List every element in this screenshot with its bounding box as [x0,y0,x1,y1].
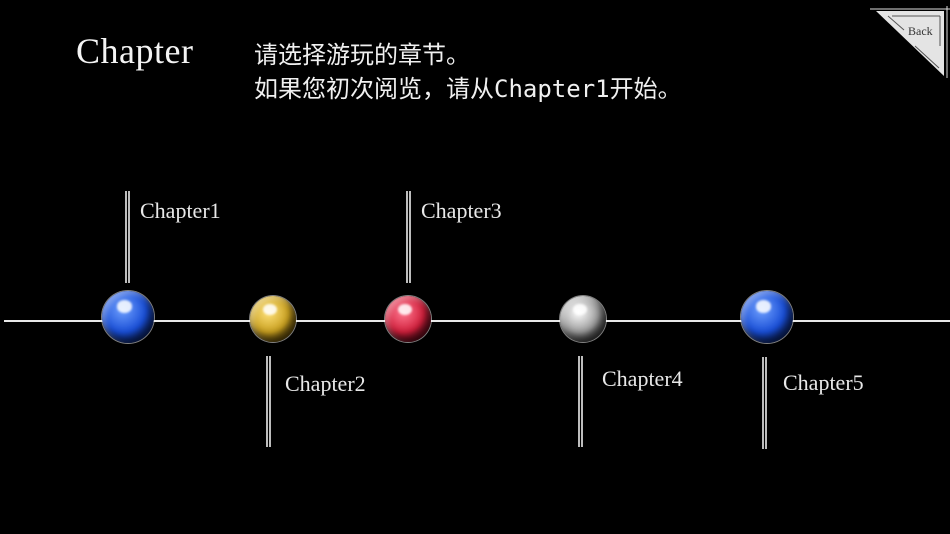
chapter5-label[interactable]: Chapter5 [783,370,864,395]
chapter5-orb[interactable] [741,291,793,343]
triangle-corner-icon [870,6,950,78]
connector-chapter1 [125,191,130,283]
chapter4-label[interactable]: Chapter4 [602,366,683,391]
chapter2-label[interactable]: Chapter2 [285,371,366,396]
connector-chapter4 [578,356,583,447]
chapter3-orb[interactable] [385,296,431,342]
connector-chapter2 [266,356,271,447]
page-title: Chapter [76,31,194,71]
back-label: Back [908,24,933,38]
chapter2-orb[interactable] [250,296,296,342]
chapter1-label[interactable]: Chapter1 [140,198,221,223]
instructions: 请选择游玩的章节。 如果您初次阅览，请从Chapter1开始。 [254,38,682,106]
chapter3-label[interactable]: Chapter3 [421,198,502,223]
instruction-line-2: 如果您初次阅览，请从Chapter1开始。 [254,75,682,103]
connector-chapter5 [762,357,767,449]
instruction-line-1: 请选择游玩的章节。 [254,41,470,69]
chapter4-orb[interactable] [560,296,606,342]
connector-chapter3 [406,191,411,283]
chapter1-orb[interactable] [102,291,154,343]
back-button[interactable]: Back [870,6,950,78]
timeline-line [4,320,950,322]
